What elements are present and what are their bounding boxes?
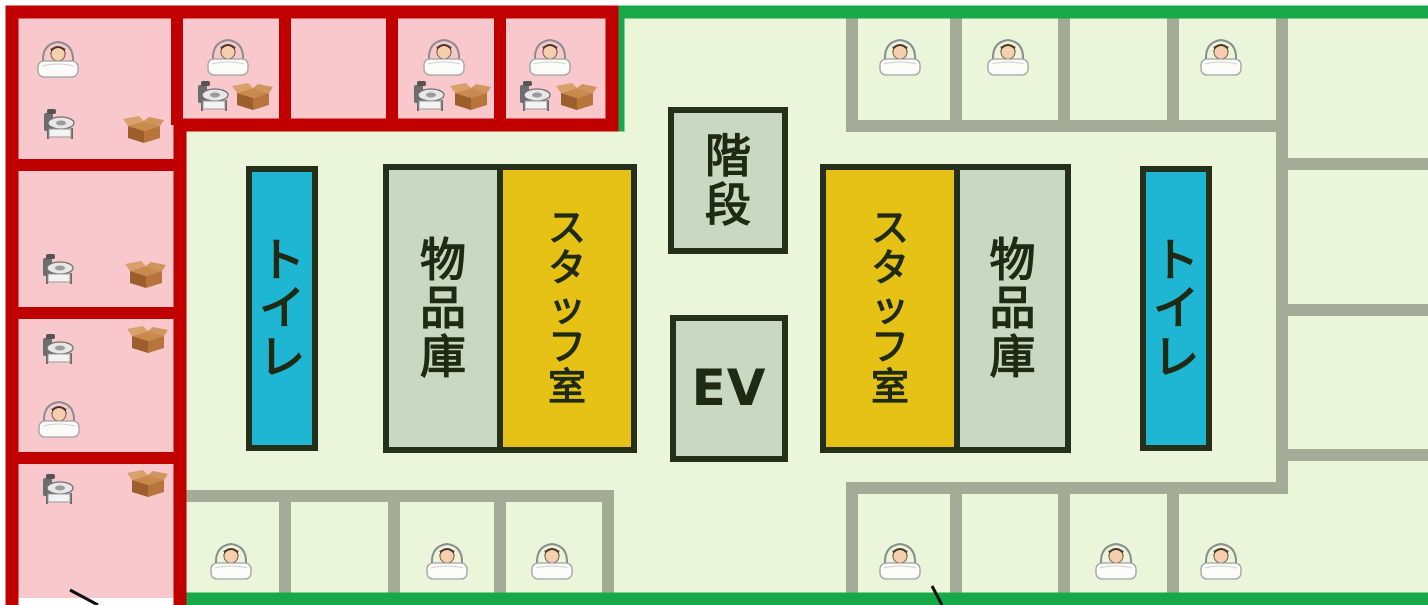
storage-right-block: [954, 164, 1071, 453]
toilet-left-block: [246, 166, 318, 451]
red-zone: [12, 12, 612, 598]
elevator-block: [670, 315, 788, 462]
staff-right-block: [820, 164, 960, 453]
storage-left-block: [383, 164, 503, 453]
stairs-block: [668, 107, 788, 254]
red-room-partitions: [12, 12, 506, 464]
pointer-line-left: [69, 588, 99, 605]
toilet-right-block: [1140, 166, 1212, 451]
room-partitions: [184, 12, 1428, 605]
red-zone-border: [5, 5, 619, 605]
pointer-line-right: [930, 585, 944, 605]
staff-left-block: [497, 164, 637, 453]
